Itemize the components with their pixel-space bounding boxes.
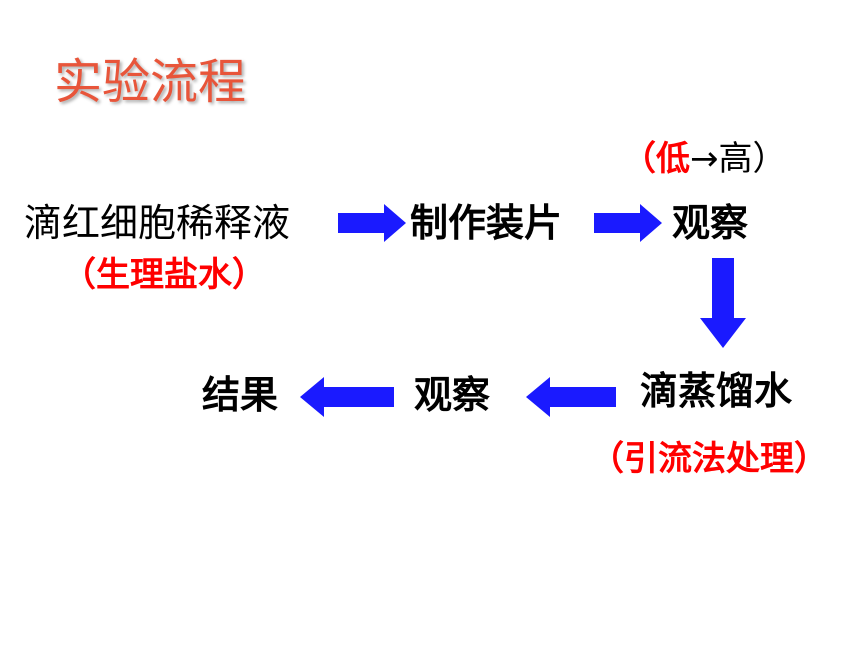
step-result: 结果 [202, 373, 279, 417]
step-observe-1: 观察 [672, 201, 749, 245]
step-red-cell-diluent: 滴红细胞稀释液 [24, 201, 291, 245]
arrow-right-1 [338, 204, 406, 242]
arrow-down [700, 258, 746, 348]
note-saline: （生理盐水） [62, 255, 266, 295]
note-low-high-arrow: →高 [690, 139, 753, 179]
block-arrow-icon [526, 377, 616, 417]
step-drop-distilled-water: 滴蒸馏水 [640, 369, 793, 413]
step-make-slide: 制作装片 [410, 201, 563, 245]
note-low-high-start: （低 [622, 139, 690, 179]
note-low-high-end: ） [752, 139, 787, 179]
arrow-left-1 [526, 377, 616, 417]
block-arrow-icon [700, 258, 746, 348]
arrow-left-2 [300, 377, 394, 417]
note-drainage-method: （引流法处理） [590, 439, 828, 479]
arrow-right-2 [594, 204, 662, 242]
step-observe-2: 观察 [414, 373, 491, 417]
note-low-high: （低→高） [622, 142, 787, 176]
page-title: 实验流程 [54, 54, 247, 110]
block-arrow-icon [338, 204, 406, 242]
block-arrow-icon [300, 377, 394, 417]
block-arrow-icon [594, 204, 662, 242]
